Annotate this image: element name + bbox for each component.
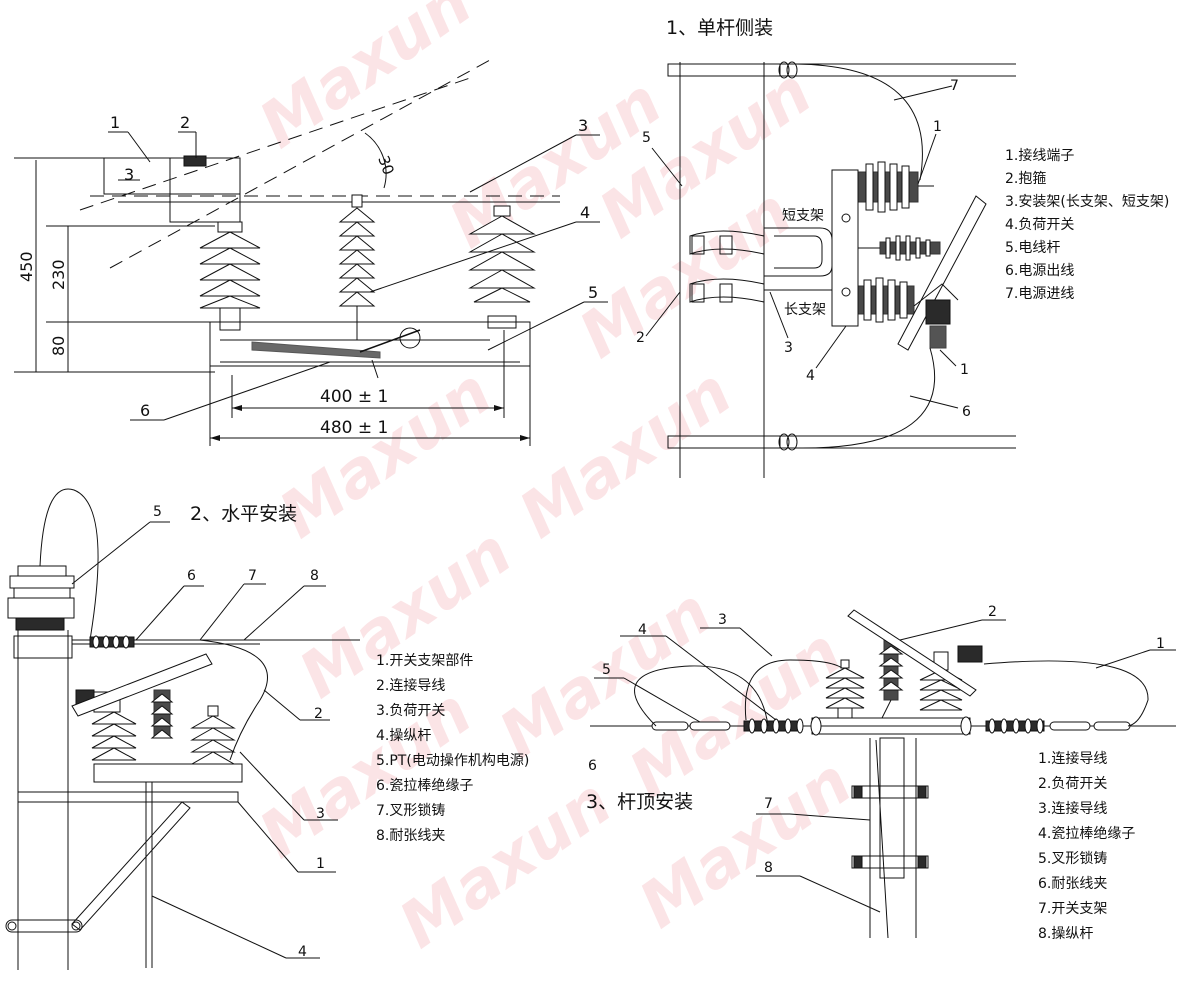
callout-6: 6	[187, 568, 196, 584]
callout-3: 3	[784, 340, 793, 356]
section2-insulator-a	[91, 711, 137, 761]
legend-item: 3.安装架(长支架、短支架)	[1005, 194, 1169, 210]
short-bracket-label: 短支架	[782, 208, 824, 224]
legend-item: 5.电线杆	[1005, 240, 1060, 256]
watermark: Maxun	[507, 355, 745, 553]
dim-80-label: 80	[49, 336, 68, 356]
long-bracket-label: 长支架	[784, 302, 826, 318]
callout-2: 2	[636, 330, 645, 346]
callout-5: 5	[602, 662, 611, 678]
legend-item: 5.PT(电动操作机构电源)	[376, 753, 529, 769]
callout-3: 3	[124, 165, 134, 184]
callout-5: 5	[642, 130, 651, 146]
callout-2: 2	[314, 706, 323, 722]
section3-strain-left	[743, 716, 822, 736]
pt-unit	[7, 565, 75, 631]
section1-title: 1、单杆侧装	[666, 17, 773, 39]
dim-450-label: 450	[17, 251, 36, 282]
callout-3: 3	[316, 806, 325, 822]
section1-legend: 1.接线端子 2.抱箍 3.安装架(长支架、短支架) 4.负荷开关 5.电线杆 …	[1005, 147, 1169, 302]
legend-item: 1.连接导线	[1038, 750, 1107, 767]
legend-item: 4.负荷开关	[1005, 217, 1074, 233]
section2-insulator-c	[190, 705, 236, 765]
insulator-left	[199, 221, 261, 331]
callout-1: 1	[960, 362, 969, 378]
dim-480-label: 480 ± 1	[320, 418, 388, 438]
callout-7: 7	[248, 568, 257, 584]
callout-6: 6	[140, 401, 150, 420]
callout-4: 4	[806, 368, 815, 384]
section3-strain-right	[960, 716, 1045, 736]
callout-1: 1	[316, 856, 325, 872]
section3-insulator-right	[919, 651, 963, 711]
legend-item: 4.瓷拉棒绝缘子	[1038, 826, 1135, 842]
callout-8: 8	[764, 860, 773, 876]
section2-insulator-b	[150, 689, 174, 739]
section1-lower-insulator	[857, 277, 915, 323]
callout-3: 3	[578, 116, 588, 135]
callout-3: 3	[718, 612, 727, 628]
callout-4: 4	[580, 203, 590, 222]
legend-item: 3.负荷开关	[376, 703, 445, 719]
callout-6: 6	[962, 404, 971, 420]
section2-strain-insulator	[89, 635, 135, 649]
legend-item: 8.耐张线夹	[376, 828, 445, 844]
callout-7: 7	[950, 78, 959, 94]
callout-1: 1	[1156, 636, 1165, 652]
section3-title: 3、杆顶安装	[586, 791, 693, 813]
section1-middle-insulator	[858, 235, 941, 261]
section2-title: 2、水平安装	[190, 503, 297, 525]
legend-item: 2.负荷开关	[1038, 776, 1107, 792]
callout-5: 5	[153, 504, 162, 520]
legend-item: 6.电源出线	[1005, 263, 1074, 279]
legend-item: 7.叉形锁铸	[376, 803, 445, 819]
dim-230-label: 230	[49, 259, 68, 290]
section2-horizontal: 2、水平安装	[5, 488, 529, 970]
callout-2: 2	[180, 113, 190, 132]
section3-insulator-middle	[878, 639, 904, 719]
insulator-right	[468, 205, 536, 329]
section2-legend: 1.开关支架部件 2.连接导线 3.负荷开关 4.操纵杆 5.PT(电动操作机构…	[376, 653, 529, 844]
legend-item: 2.连接导线	[376, 677, 445, 694]
dim-400-label: 400 ± 1	[320, 387, 388, 407]
section3-insulator-left	[825, 659, 865, 719]
legend-item: 6.瓷拉棒绝缘子	[376, 778, 473, 794]
legend-item: 1.开关支架部件	[376, 653, 473, 669]
section1-single-pole-side: 1、单杆侧装 短支架 长支架	[636, 17, 1169, 478]
callout-4: 4	[638, 622, 647, 638]
watermark-layer: Maxun Maxun Maxun Maxun Maxun Maxun Maxu…	[247, 0, 865, 963]
legend-item: 7.开关支架	[1038, 901, 1107, 917]
section3-pole-top: 3、杆顶安装	[586, 604, 1176, 942]
insulator-middle	[338, 194, 376, 340]
legend-item: 8.操纵杆	[1038, 926, 1093, 942]
legend-item: 2.抱箍	[1005, 170, 1046, 187]
legend-item: 7.电源进线	[1005, 286, 1074, 302]
watermark: Maxun	[247, 0, 485, 163]
section3-legend: 1.连接导线 2.负荷开关 3.连接导线 4.瓷拉棒绝缘子 5.叉形锁铸 6.耐…	[1038, 750, 1135, 942]
legend-item: 1.接线端子	[1005, 147, 1074, 164]
dimension-view: 450 230 80 30	[14, 59, 608, 446]
callout-4: 4	[298, 944, 307, 960]
callout-5: 5	[588, 283, 598, 302]
legend-item: 3.连接导线	[1038, 800, 1107, 817]
callout-7: 7	[764, 796, 773, 812]
callout-1: 1	[110, 113, 120, 132]
callout-2: 2	[988, 604, 997, 620]
callout-1: 1	[933, 119, 942, 135]
legend-item: 4.操纵杆	[376, 728, 431, 744]
legend-item: 5.叉形锁铸	[1038, 851, 1107, 867]
callout-6: 6	[588, 758, 597, 774]
dim-angle-label: 30	[374, 153, 397, 177]
legend-item: 6.耐张线夹	[1038, 876, 1107, 892]
section1-upper-insulator	[857, 161, 934, 213]
callout-8: 8	[310, 568, 319, 584]
